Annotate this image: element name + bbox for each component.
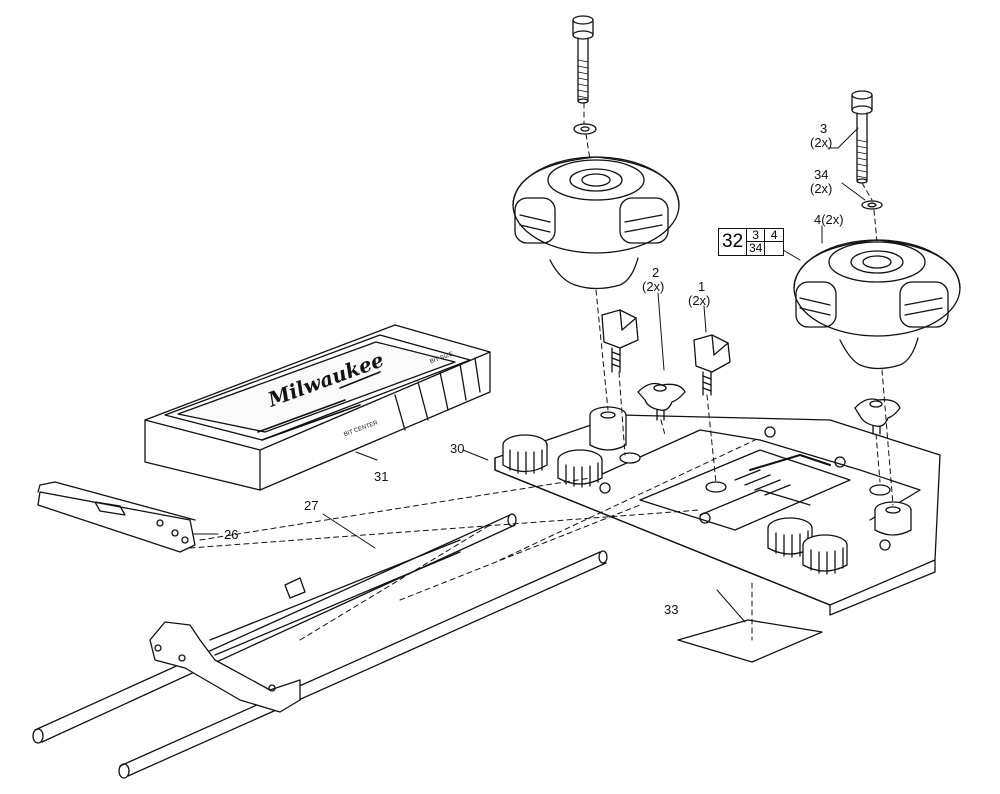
label-part-34: 34 <box>814 167 829 182</box>
subassembly-item-empty <box>765 242 783 255</box>
left-knob <box>512 156 680 290</box>
subassembly-item-c: 34 <box>747 242 766 255</box>
label-part-3: 3 <box>820 121 828 136</box>
label-sticker <box>677 619 823 663</box>
bracket-part <box>37 481 196 553</box>
thumb-screw-right <box>693 334 731 396</box>
label-part-1-qty: (2x) <box>688 293 711 308</box>
bit-storage-case: Milwaukee BIT CENTER BIT SIZE <box>144 324 491 491</box>
leader-lines <box>192 127 866 623</box>
label-part-2-qty: (2x) <box>642 279 665 294</box>
right-knob <box>793 239 961 370</box>
assembly-lines <box>189 102 894 641</box>
subassembly-item-b: 4 <box>765 229 784 242</box>
label-part-30: 30 <box>450 441 465 456</box>
label-part-27: 27 <box>304 498 319 513</box>
label-part-26: 26 <box>224 527 239 542</box>
label-part-4: 4(2x) <box>814 212 844 227</box>
star-knob-left <box>637 382 686 421</box>
subassembly-box: 32 3 4 34 <box>718 228 785 256</box>
label-part-31: 31 <box>374 469 389 484</box>
label-part-3-qty: (2x) <box>810 135 833 150</box>
subassembly-item-a: 3 <box>747 229 766 242</box>
left-bolt <box>572 15 597 135</box>
label-part-1: 1 <box>698 279 706 294</box>
subassembly-main-number: 32 <box>719 229 748 255</box>
label-part-33: 33 <box>664 602 679 617</box>
jig-base-plate <box>494 406 941 616</box>
edge-guide-rods <box>32 513 608 779</box>
label-part-2: 2 <box>652 265 660 280</box>
star-knob-right <box>854 398 901 435</box>
thumb-screw-left <box>601 309 639 373</box>
label-part-34-qty: (2x) <box>810 181 833 196</box>
right-bolt <box>851 90 883 210</box>
